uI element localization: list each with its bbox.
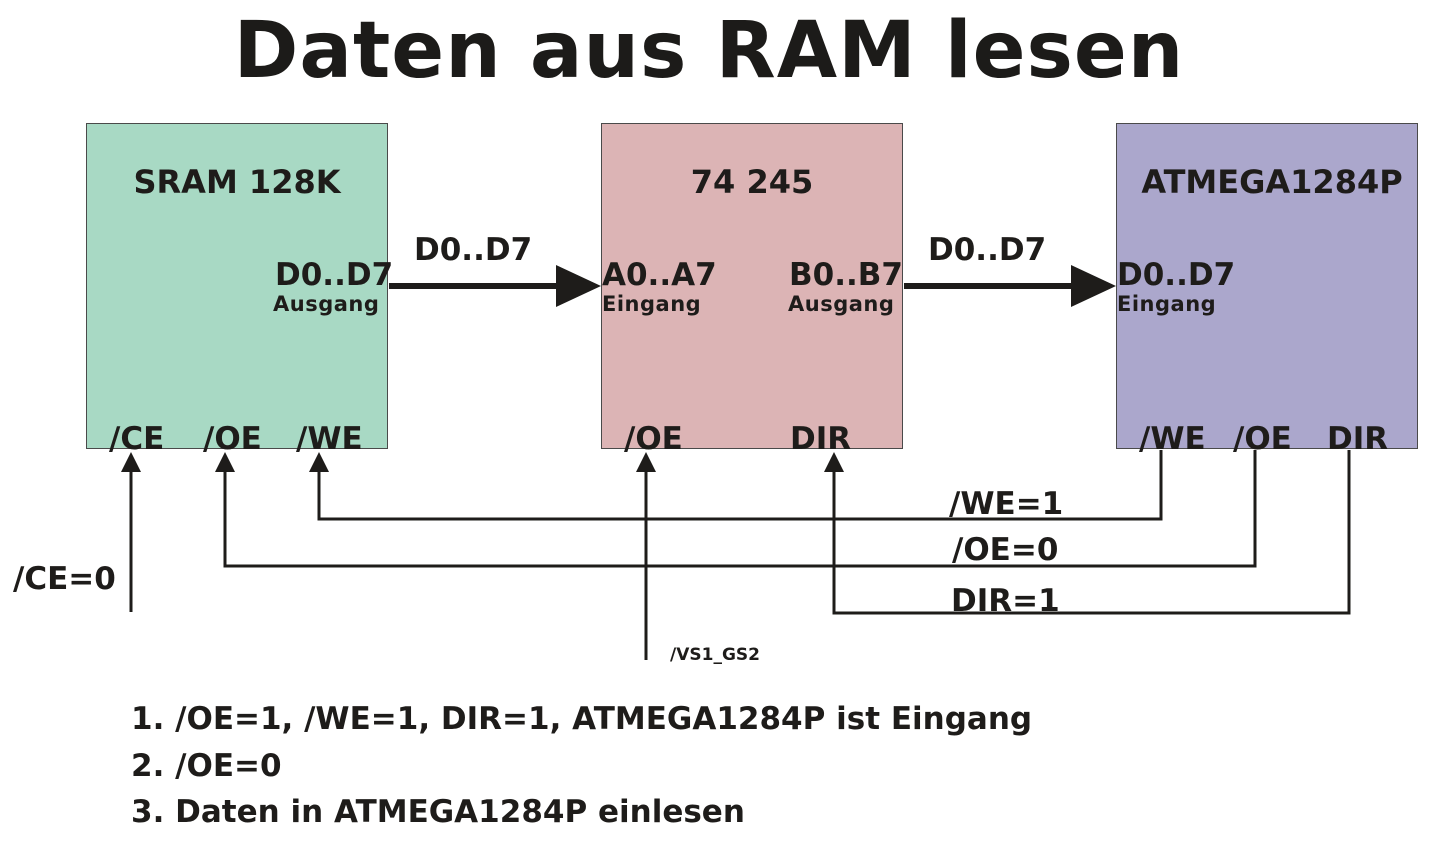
mcu-title: ATMEGA1284P	[1141, 163, 1403, 201]
ce-arrowhead	[121, 452, 141, 472]
buffer-b-direction: Ausgang	[788, 292, 895, 316]
oe-line	[223, 450, 1257, 568]
mcu-data-direction: Eingang	[1117, 292, 1217, 316]
buffer-a-pin: A0..A7	[602, 257, 717, 293]
sram-data-pin: D0..D7	[275, 257, 394, 293]
step-1: 1. /OE=1, /WE=1, DIR=1, ATMEGA1284P ist …	[131, 701, 1033, 737]
buffer-b-pin: B0..B7	[789, 257, 903, 293]
buffer-block: 74 245 A0..A7 Eingang B0..B7 Ausgang /OE…	[601, 123, 903, 456]
sram-block: SRAM 128K D0..D7 Ausgang /CE /OE /WE	[86, 123, 393, 456]
bus-arrow-buffer-to-mcu	[904, 265, 1116, 307]
mcu-data-pin: D0..D7	[1117, 257, 1236, 293]
dir-line	[832, 450, 1351, 615]
sram-data-direction: Ausgang	[273, 292, 380, 316]
buffer-oe-signal-label: /VS1_GS2	[670, 645, 760, 665]
oe-signal-label: /OE=0	[952, 532, 1059, 568]
bus-label-right: D0..D7	[928, 232, 1047, 268]
buffer-dir-pin: DIR	[790, 421, 852, 457]
ce-signal-label: /CE=0	[13, 561, 116, 597]
dir-signal-label: DIR=1	[951, 583, 1060, 619]
step-2: 2. /OE=0	[131, 748, 282, 784]
mcu-dir-pin: DIR	[1327, 421, 1389, 457]
step-3: 3. Daten in ATMEGA1284P einlesen	[131, 794, 745, 830]
mcu-oe-pin: /OE	[1233, 421, 1292, 457]
we-arrowhead	[309, 452, 329, 472]
buffer-a-direction: Eingang	[602, 292, 702, 316]
sram-ce-pin: /CE	[109, 421, 165, 457]
we-line	[317, 450, 1163, 521]
page-title: Daten aus RAM lesen	[233, 6, 1185, 96]
dir-arrowhead	[824, 452, 844, 472]
mcu-block: ATMEGA1284P D0..D7 Eingang /WE /OE DIR	[1116, 123, 1418, 456]
sram-we-pin: /WE	[296, 421, 363, 457]
bus-label-left: D0..D7	[414, 232, 533, 268]
buffer-oe-arrowhead	[636, 452, 656, 472]
sram-title: SRAM 128K	[133, 163, 341, 201]
we-signal-label: /WE=1	[949, 486, 1064, 522]
buffer-oe-pin: /OE	[624, 421, 683, 457]
sram-oe-pin: /OE	[203, 421, 262, 457]
oe-arrowhead	[215, 452, 235, 472]
mcu-we-pin: /WE	[1139, 421, 1206, 457]
bus-arrow-sram-to-buffer	[389, 265, 601, 307]
buffer-title: 74 245	[690, 163, 814, 201]
